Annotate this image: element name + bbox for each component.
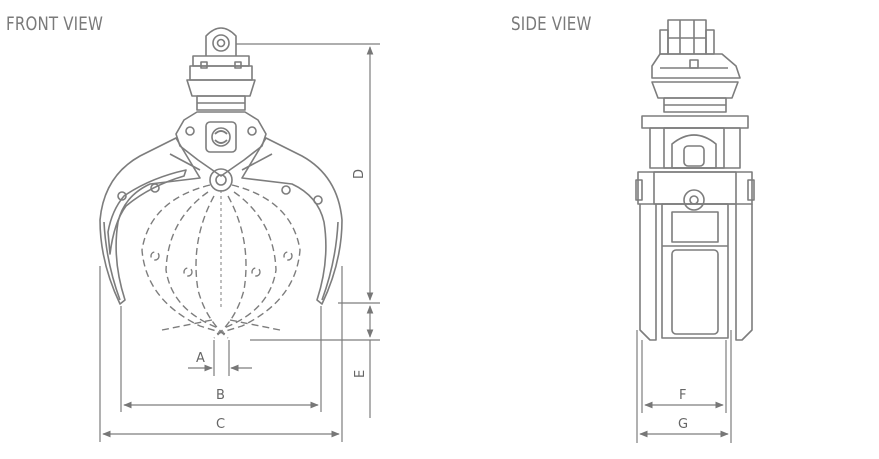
dim-label-d: D (352, 169, 367, 179)
dim-label-b: B (216, 388, 225, 403)
side-view-dimension-labels: F G (678, 388, 688, 432)
front-view-title: FRONT VIEW (6, 13, 104, 35)
right-jaw-open (241, 137, 343, 305)
dim-label-g: G (678, 417, 688, 432)
rotator-housing (186, 79, 256, 111)
dim-label-e: E (353, 370, 368, 378)
side-view-grapple (635, 19, 755, 341)
front-view-dimensions (99, 43, 380, 442)
side-tines (639, 203, 753, 341)
dim-label-a: A (196, 351, 205, 366)
front-view-grapple (99, 27, 343, 339)
dim-label-c: C (216, 417, 225, 432)
closed-jaw-positions (141, 184, 301, 339)
front-view-dimension-labels: A B C D E (196, 169, 368, 432)
side-view-dimensions (636, 330, 732, 443)
top-mount-lug (189, 27, 253, 81)
side-rotator (651, 81, 739, 113)
side-body (635, 115, 755, 211)
side-top-mount (651, 19, 741, 79)
left-jaw-open (99, 137, 201, 305)
side-view-title: SIDE VIEW (511, 13, 592, 35)
dim-label-f: F (679, 388, 686, 403)
